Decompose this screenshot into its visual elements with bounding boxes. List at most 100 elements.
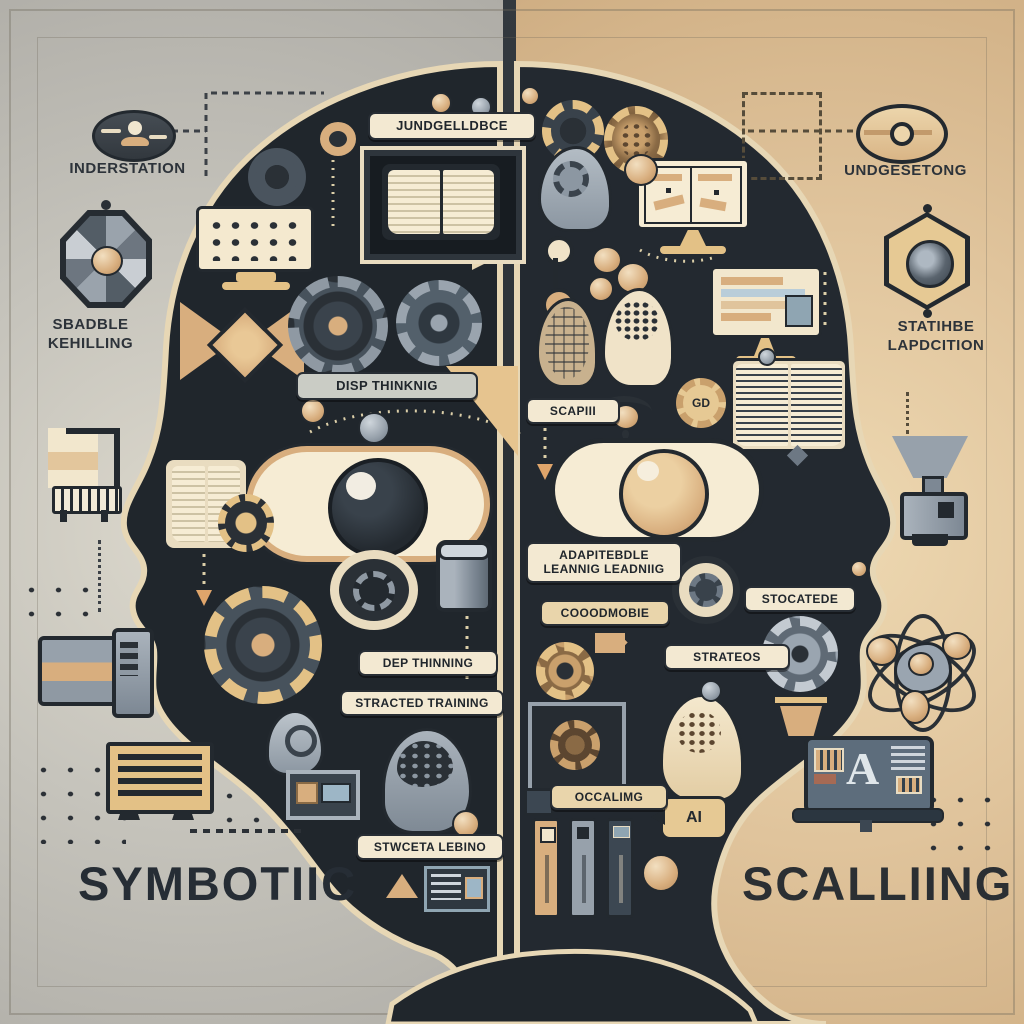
sun-badge-icon [218, 494, 274, 552]
grinder-funnel [892, 436, 968, 478]
laptop-panel-left [814, 748, 844, 772]
gd-gear-label: GD [692, 396, 710, 410]
book-spines-icon [532, 818, 640, 922]
gem-octagon-icon [60, 200, 152, 308]
gear-mid-right-icon [396, 280, 482, 366]
small-head-ring [285, 725, 317, 757]
ai-speech-bubble: AI [651, 796, 728, 840]
dual-dot-a [666, 188, 671, 193]
brain-head-icon [382, 728, 472, 834]
tan-ball-left [300, 398, 326, 424]
laptop-foot [860, 820, 872, 832]
right-dotted-line [906, 392, 909, 434]
badge-dash-right [149, 135, 167, 139]
dual-monitor-base [660, 246, 726, 254]
book-page-left [388, 170, 440, 234]
dotted-brain-blob [615, 301, 659, 341]
right-eye-iris [619, 449, 709, 539]
tan-triangle-icon [386, 874, 418, 898]
occalimg-label: OCCALIMG [550, 784, 668, 811]
hexagon-lens [906, 240, 954, 288]
left-eye-icon [246, 446, 490, 562]
atom-nucleus-core [908, 652, 934, 676]
grinder-chip [938, 502, 954, 518]
brain-gear-folds [620, 122, 652, 158]
piano-frame [66, 428, 120, 492]
ring-gear-badge [330, 550, 418, 630]
dual-bar-c [698, 174, 732, 181]
laptop-screen: A [804, 736, 934, 814]
chip-card-icon [286, 770, 360, 820]
domino-monitor-icon [196, 206, 314, 272]
ring-gear-right-core [689, 573, 723, 607]
ai-bubble-tail [651, 809, 665, 825]
lens-badge-dot [890, 122, 914, 146]
left-dotted-line [98, 540, 101, 612]
laptop-block-red [814, 774, 836, 784]
list-row-1 [721, 277, 783, 285]
atom-petal-a [866, 636, 898, 666]
octagon-center-ball [91, 246, 123, 276]
list-monitor-icon [710, 266, 822, 338]
gear-top-left-icon [248, 148, 306, 206]
lined-book-page-left [736, 364, 788, 446]
pot-rim [772, 694, 830, 706]
pot-body [780, 706, 822, 736]
blob-a [592, 246, 622, 274]
ai-label: AI [686, 809, 702, 826]
spine-dark-label [613, 826, 630, 838]
small-book-page-left [172, 466, 205, 542]
dual-bar-d [699, 197, 727, 212]
spine-tan [532, 818, 560, 918]
badge-dash-left [101, 129, 121, 133]
spine-gray-slot [582, 855, 586, 903]
grinder-foot [912, 534, 948, 546]
book-page-right [442, 170, 494, 234]
decor-ball-4 [758, 348, 776, 366]
user-badge-icon [92, 110, 176, 162]
open-book-icon [382, 164, 500, 240]
ball-top-right-inner [624, 154, 658, 186]
adaptable-label: ADAPITEBDLE LEANNIG LEADNIIG [526, 542, 682, 583]
adaptable-line2: LEANNIG LEADNIIG [543, 562, 665, 577]
lens-badge-icon [856, 104, 948, 164]
gear-head-icon [538, 146, 612, 232]
atom-petal-b [942, 632, 972, 660]
dot-grid-left-a [18, 578, 94, 630]
octagon-top-knob [101, 200, 111, 210]
right-statistical-line1: STATIHBE [897, 318, 975, 335]
machine-slot [120, 642, 138, 676]
dual-panel-right [690, 166, 742, 224]
spine-dark [606, 818, 634, 918]
lined-book-icon [730, 358, 848, 452]
tan-ball-neck [642, 854, 680, 892]
right-statistical-label: STATIHBE LAPDCITION [856, 318, 1016, 356]
left-eye-highlight [346, 472, 376, 500]
judgement-label: JUNDGELLDBCE [368, 112, 536, 140]
piano-leg-right [101, 510, 108, 522]
eyebrow-drop [622, 430, 629, 439]
dual-bar-b [653, 194, 685, 211]
gd-gear-icon: GD [676, 378, 726, 428]
right-eye-highlight [637, 461, 659, 481]
chip-square [296, 782, 318, 804]
radiator-icon [106, 742, 214, 822]
laptop-glyph: A [846, 743, 880, 794]
stocatede-label: STOCATEDE [744, 586, 856, 613]
badge-person-head [128, 121, 142, 135]
strateos-label: STRATEOS [664, 644, 790, 671]
hexagon-knob-top [923, 204, 932, 213]
brain-blob [397, 741, 453, 787]
blue-card-block [465, 877, 483, 899]
cylinder-icon [436, 540, 492, 612]
dep-thinning-label: DEP THINNING [358, 650, 498, 677]
decor-ball-5 [700, 680, 722, 702]
gear-head-core [553, 161, 589, 197]
decor-ball-1 [520, 86, 540, 106]
spine-tan-slot [545, 855, 549, 903]
neck-fill [385, 948, 759, 1024]
engine-box-gear [550, 720, 600, 770]
left-scalable-line2: KEHILLING [47, 334, 134, 352]
radiator-foot-left [118, 810, 140, 820]
list-row-4 [721, 313, 771, 321]
